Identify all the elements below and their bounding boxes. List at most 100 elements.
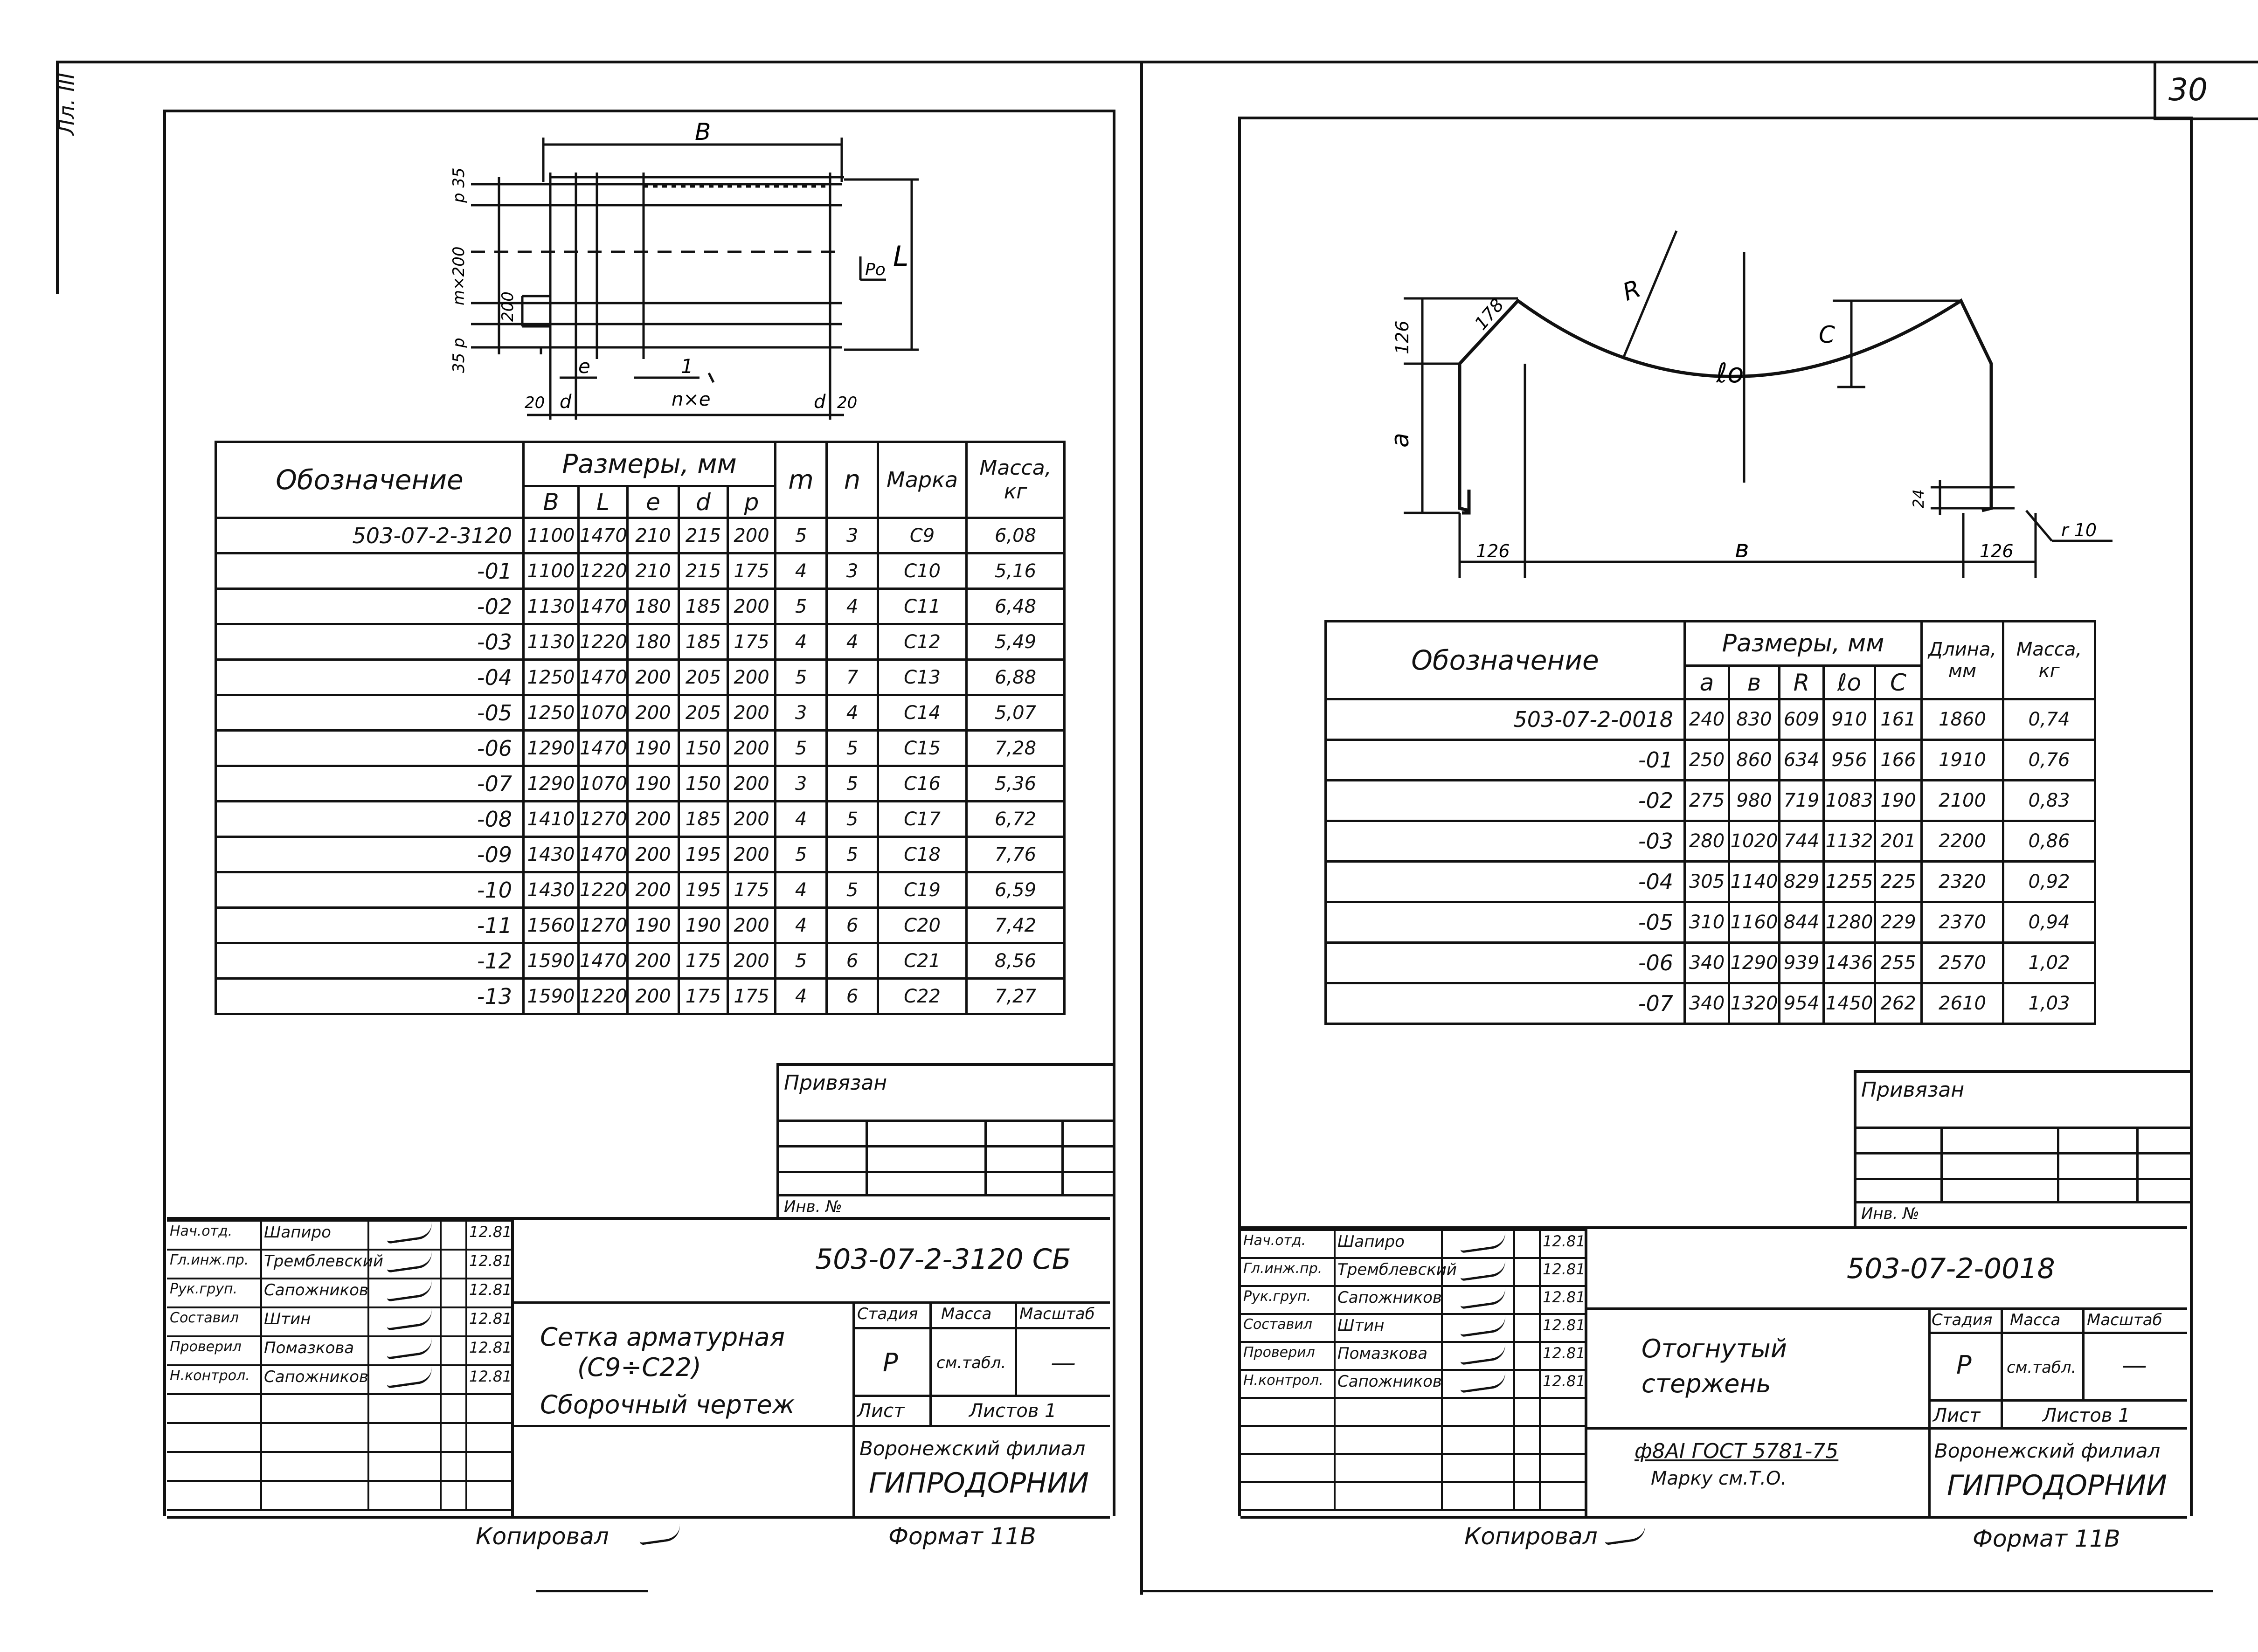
row-designation: -07 xyxy=(1324,982,1686,1025)
bent-bar-diagram: R C ℓo 126 178 a 24 126 в 126 r 10 xyxy=(1386,230,2113,578)
row-cell: 1290 xyxy=(522,729,580,767)
left-h-stage: Стадия xyxy=(857,1305,918,1323)
right-stage: Р xyxy=(1956,1350,1972,1380)
stamp-role: Гл.инж.пр. xyxy=(170,1252,249,1268)
left-sub-L: L xyxy=(577,485,629,519)
row-cell: 829 xyxy=(1778,860,1825,903)
row-cell: 1220 xyxy=(577,871,629,909)
row-cell: С14 xyxy=(877,694,968,732)
stamp-role: Н.контрол. xyxy=(170,1368,250,1384)
row-cell: 6 xyxy=(825,906,880,944)
row-cell: 1220 xyxy=(577,623,629,661)
row-cell: 185 xyxy=(678,800,729,838)
left-scale-val: — xyxy=(1051,1348,1076,1377)
left-h-n: n xyxy=(825,441,880,519)
row-cell: С9 xyxy=(877,517,968,554)
row-cell: 240 xyxy=(1683,698,1730,741)
row-cell: 1220 xyxy=(577,552,629,590)
row-cell: 3 xyxy=(774,765,828,802)
row-cell: 1290 xyxy=(1728,941,1780,984)
row-cell: 210 xyxy=(626,517,680,554)
left-sub-d: d xyxy=(678,485,729,519)
stamp-name: Сапожников xyxy=(264,1368,368,1386)
row-cell: 200 xyxy=(726,942,777,980)
row-cell: 1020 xyxy=(1728,820,1780,863)
row-cell: 1430 xyxy=(522,836,580,873)
row-cell: 5 xyxy=(825,729,880,767)
row-cell: С15 xyxy=(877,729,968,767)
row-cell: 340 xyxy=(1683,982,1730,1025)
stamp-date: 12.81 xyxy=(1543,1344,1586,1362)
dim-e: e xyxy=(578,355,590,378)
stamp-date: 12.81 xyxy=(469,1281,512,1299)
row-cell: 1560 xyxy=(522,906,580,944)
row-cell: 2200 xyxy=(1920,820,2005,863)
row-cell: 0,86 xyxy=(2002,820,2097,863)
row-cell: 340 xyxy=(1683,941,1730,984)
left-doc-code: 503-07-2-3120 СБ xyxy=(815,1243,1071,1276)
row-designation: -03 xyxy=(215,623,525,661)
row-cell: 1070 xyxy=(577,694,629,732)
row-designation: -03 xyxy=(1324,820,1686,863)
row-cell: 7,76 xyxy=(965,836,1066,873)
row-cell: 1280 xyxy=(1822,901,1876,944)
row-cell: 3 xyxy=(825,517,880,554)
right-sub-C: C xyxy=(1873,664,1923,700)
dim-178: 178 xyxy=(1470,295,1508,334)
row-cell: 5 xyxy=(774,836,828,873)
left-attached-box: Привязан Инв. № xyxy=(776,1063,1113,1217)
row-cell: 1860 xyxy=(1920,698,2005,741)
row-cell: 6,72 xyxy=(965,800,1066,838)
row-cell: 200 xyxy=(626,800,680,838)
row-cell: С18 xyxy=(877,836,968,873)
row-cell: 280 xyxy=(1683,820,1730,863)
left-data-table: Обозначение Размеры, мм m n Марка Масса,… xyxy=(215,441,1066,1015)
page-number-box xyxy=(2154,61,2258,120)
row-cell: 1132 xyxy=(1822,820,1876,863)
row-cell: 4 xyxy=(825,694,880,732)
row-cell: 1100 xyxy=(522,552,580,590)
right-h-scale: Масштаб xyxy=(2087,1311,2162,1329)
row-cell: 1,02 xyxy=(2002,941,2097,984)
right-material-1: ф8АI ГОСТ 5781-75 xyxy=(1635,1439,1839,1463)
right-inv-label: Инв. № xyxy=(1861,1204,1919,1223)
row-cell: 1270 xyxy=(577,906,629,944)
signature xyxy=(1459,1259,1507,1281)
stamp-name: Шапиро xyxy=(264,1223,331,1242)
left-h-mass-stamp: Масса xyxy=(941,1305,992,1323)
stamp-role: Составил xyxy=(170,1310,239,1326)
row-cell: 5 xyxy=(774,729,828,767)
row-cell: 5 xyxy=(774,517,828,554)
row-cell: 4 xyxy=(774,552,828,590)
row-cell: 0,92 xyxy=(2002,860,2097,903)
left-org-1: Воронежский филиал xyxy=(859,1437,1086,1460)
left-sub-e: e xyxy=(626,485,680,519)
dim-po: Po xyxy=(865,260,886,279)
row-cell: 1255 xyxy=(1822,860,1876,903)
left-sheet-frame xyxy=(163,110,1115,1516)
row-cell: 5 xyxy=(825,765,880,802)
dim-m-step: m×200 xyxy=(450,246,468,305)
right-h-mass-stamp: Масса xyxy=(2010,1311,2061,1329)
row-cell: С19 xyxy=(877,871,968,909)
row-cell: 1590 xyxy=(522,942,580,980)
signature xyxy=(1459,1343,1507,1365)
row-designation: -06 xyxy=(215,729,525,767)
row-cell: 0,83 xyxy=(2002,779,2097,822)
dim-a: a xyxy=(1386,433,1414,448)
right-material-2: Марку см.Т.О. xyxy=(1651,1468,1787,1489)
signature xyxy=(385,1338,434,1360)
row-designation: 503-07-2-0018 xyxy=(1324,698,1686,741)
dim-p-bottom: 35 p xyxy=(450,338,468,373)
row-cell: 980 xyxy=(1728,779,1780,822)
left-sub-B: B xyxy=(522,485,580,519)
signature xyxy=(385,1280,434,1302)
dim-R: R xyxy=(1619,275,1644,307)
signature xyxy=(1459,1287,1507,1309)
top-border-line xyxy=(56,61,2258,63)
row-cell: 2100 xyxy=(1920,779,2005,822)
right-mass-val: см.табл. xyxy=(2007,1358,2077,1377)
row-designation: 503-07-2-3120 xyxy=(215,517,525,554)
